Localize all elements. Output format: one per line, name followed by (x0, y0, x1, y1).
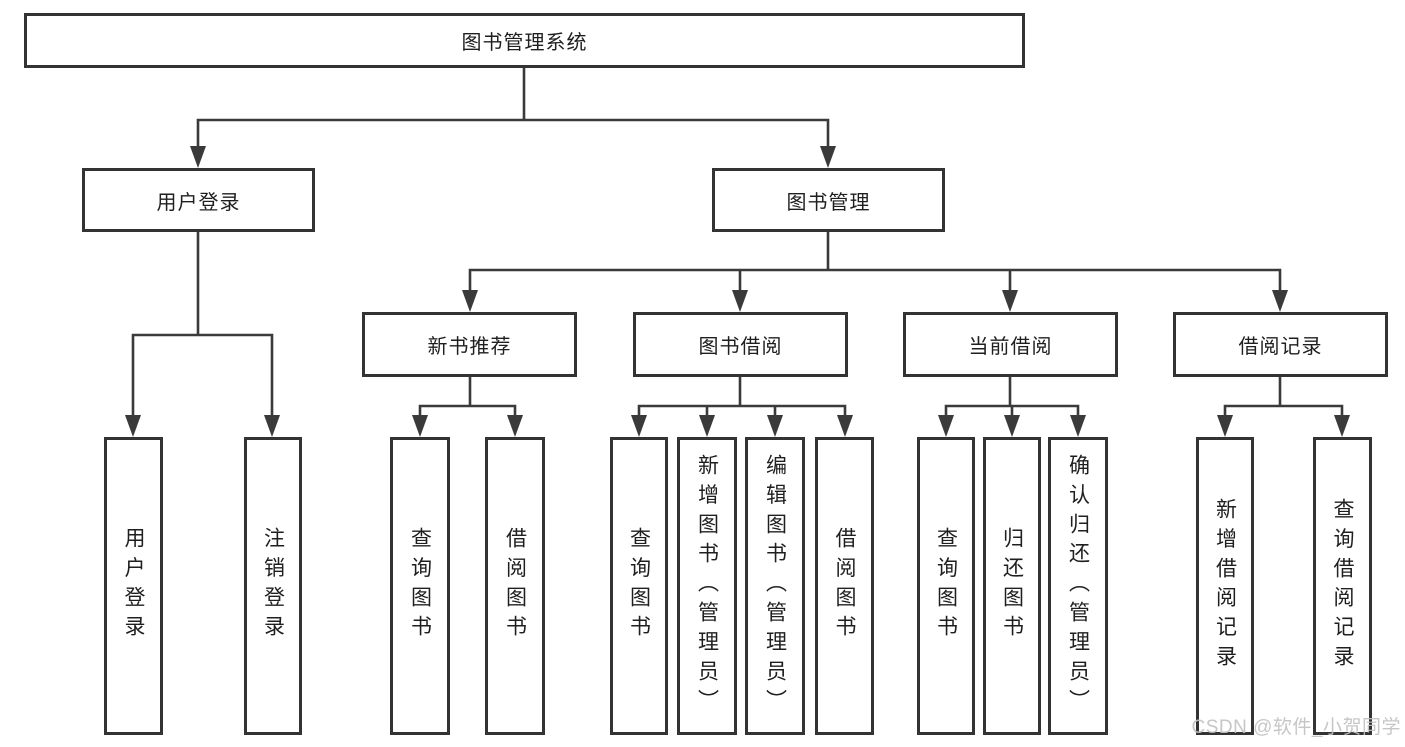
node-user-login-branch: 用户登录 (82, 168, 315, 232)
leaf-borrow-books-recommend: 借阅图书 (485, 437, 545, 735)
node-borrow-records: 借阅记录 (1173, 312, 1388, 377)
leaf-add-borrow-record: 新增借阅记录 (1196, 437, 1254, 735)
leaf-return-books: 归还图书 (983, 437, 1041, 735)
node-label: 借阅图书 (833, 527, 856, 645)
node-label: 用户登录 (122, 527, 145, 645)
leaf-logout: 注销登录 (244, 437, 302, 735)
node-current-borrowing: 当前借阅 (903, 312, 1118, 377)
leaf-borrow-books-borrowing: 借阅图书 (815, 437, 874, 735)
node-label: 编辑图书（管理员） (763, 453, 787, 719)
node-label: 图书借阅 (698, 336, 783, 358)
leaf-add-book-admin: 新增图书（管理员） (677, 437, 737, 735)
node-root-system: 图书管理系统 (24, 13, 1025, 68)
node-book-management-branch: 图书管理 (712, 168, 945, 232)
node-label: 查询借阅记录 (1331, 497, 1354, 675)
leaf-query-books-borrowing: 查询图书 (610, 437, 668, 735)
leaf-query-books-recommend: 查询图书 (390, 437, 450, 735)
node-label: 确认归还（管理员） (1066, 453, 1090, 719)
node-label: 新书推荐 (427, 336, 512, 358)
node-label: 图书管理 (786, 191, 871, 214)
node-label: 借阅图书 (503, 527, 527, 645)
leaf-edit-book-admin: 编辑图书（管理员） (745, 437, 805, 735)
node-label: 借阅记录 (1238, 336, 1323, 358)
node-label: 新增借阅记录 (1213, 497, 1237, 675)
node-label: 当前借阅 (968, 336, 1053, 358)
leaf-query-books-current: 查询图书 (917, 437, 975, 735)
node-label: 用户登录 (156, 191, 241, 214)
csdn-watermark: CSDN @软件_小贺同学 (1191, 717, 1401, 738)
leaf-query-borrow-record: 查询借阅记录 (1313, 437, 1372, 735)
node-book-borrowing: 图书借阅 (633, 312, 848, 377)
node-label: 新增图书（管理员） (695, 453, 719, 719)
node-label: 注销登录 (261, 527, 285, 645)
node-label: 查询图书 (408, 527, 432, 645)
node-label: 查询图书 (934, 527, 958, 645)
leaf-user-login: 用户登录 (104, 437, 163, 735)
node-new-book-recommend: 新书推荐 (362, 312, 577, 377)
node-label: 归还图书 (1000, 527, 1024, 645)
node-label: 查询图书 (627, 527, 651, 645)
node-label: 图书管理系统 (461, 32, 588, 54)
leaf-confirm-return-admin: 确认归还（管理员） (1048, 437, 1108, 735)
